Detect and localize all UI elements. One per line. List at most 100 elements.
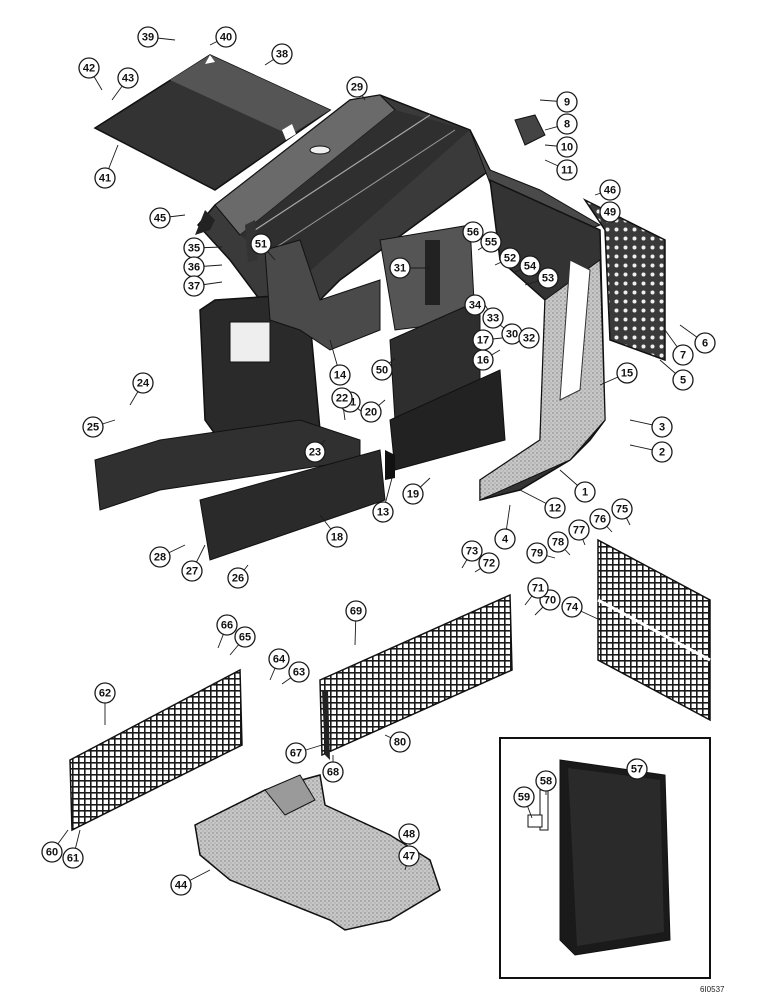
screen-69 bbox=[319, 593, 513, 760]
callout-19: 19 bbox=[402, 483, 424, 505]
callout-number: 3 bbox=[659, 422, 665, 434]
callout-32: 32 bbox=[518, 327, 540, 349]
callout-45: 45 bbox=[149, 207, 171, 229]
callout-66: 66 bbox=[216, 614, 238, 636]
reference-code: 6I0537 bbox=[700, 985, 725, 994]
callout-circle bbox=[117, 67, 139, 89]
callout-55: 55 bbox=[480, 231, 502, 253]
callout-circle bbox=[329, 364, 351, 386]
callout-31: 31 bbox=[389, 257, 411, 279]
callout-circle bbox=[513, 786, 535, 808]
callout-circle bbox=[547, 531, 569, 553]
callout-number: 49 bbox=[604, 207, 616, 219]
callout-number: 67 bbox=[290, 748, 302, 760]
callout-44: 44 bbox=[170, 874, 192, 896]
callout-53: 53 bbox=[537, 267, 559, 289]
callout-79: 79 bbox=[526, 542, 548, 564]
callout-circle bbox=[234, 626, 256, 648]
callout-number: 43 bbox=[122, 73, 134, 85]
callout-41: 41 bbox=[94, 167, 116, 189]
callout-number: 70 bbox=[544, 595, 556, 607]
callout-circle bbox=[626, 758, 648, 780]
callout-circle bbox=[372, 501, 394, 523]
callout-number: 4 bbox=[502, 534, 509, 546]
callout-number: 57 bbox=[631, 764, 643, 776]
callout-circle bbox=[288, 661, 310, 683]
callout-60: 60 bbox=[41, 841, 63, 863]
callout-number: 9 bbox=[564, 97, 570, 109]
callout-circle bbox=[544, 497, 566, 519]
callout-number: 15 bbox=[621, 368, 633, 380]
callout-circle bbox=[535, 770, 557, 792]
callout-16: 16 bbox=[472, 349, 494, 371]
callout-61: 61 bbox=[62, 847, 84, 869]
callout-number: 19 bbox=[407, 489, 419, 501]
callout-43: 43 bbox=[117, 67, 139, 89]
callout-number: 48 bbox=[403, 829, 415, 841]
callout-71: 71 bbox=[527, 577, 549, 599]
callout-39: 39 bbox=[137, 26, 159, 48]
callout-number: 73 bbox=[466, 546, 478, 558]
callout-circle bbox=[345, 600, 367, 622]
callout-number: 11 bbox=[561, 165, 573, 177]
callout-number: 25 bbox=[87, 422, 99, 434]
callout-circle bbox=[574, 481, 596, 503]
callout-circle bbox=[611, 498, 633, 520]
callout-circle bbox=[556, 136, 578, 158]
callout-59: 59 bbox=[513, 786, 535, 808]
floor-rails bbox=[94, 419, 395, 561]
callout-18: 18 bbox=[326, 526, 348, 548]
callout-number: 8 bbox=[564, 119, 570, 131]
perforated-grille bbox=[582, 198, 666, 362]
callout-number: 6 bbox=[702, 338, 708, 350]
callout-13: 13 bbox=[372, 501, 394, 523]
callout-layer: 1234567891011121314151617181920212223242… bbox=[41, 26, 716, 896]
callout-number: 14 bbox=[334, 370, 347, 382]
callout-15: 15 bbox=[616, 362, 638, 384]
callout-47: 47 bbox=[398, 845, 420, 867]
callout-circle bbox=[561, 596, 583, 618]
callout-circle bbox=[651, 416, 673, 438]
callout-67: 67 bbox=[285, 742, 307, 764]
left-cowl bbox=[199, 224, 476, 461]
callout-11: 11 bbox=[556, 159, 578, 181]
callout-52: 52 bbox=[499, 247, 521, 269]
callout-circle bbox=[137, 26, 159, 48]
callout-circle bbox=[398, 845, 420, 867]
callout-number: 31 bbox=[394, 263, 406, 275]
callout-24: 24 bbox=[132, 372, 154, 394]
callout-number: 17 bbox=[477, 335, 489, 347]
callout-number: 38 bbox=[276, 49, 288, 61]
callout-4: 4 bbox=[494, 528, 516, 550]
top-plate bbox=[93, 54, 332, 191]
callout-circle bbox=[527, 577, 549, 599]
callout-46: 46 bbox=[599, 179, 621, 201]
callout-circle bbox=[371, 359, 393, 381]
callout-circle bbox=[462, 221, 484, 243]
callout-number: 52 bbox=[504, 253, 516, 265]
callout-number: 68 bbox=[327, 767, 339, 779]
callout-number: 22 bbox=[336, 393, 348, 405]
callout-number: 40 bbox=[220, 32, 232, 44]
callout-58: 58 bbox=[535, 770, 557, 792]
callout-circle bbox=[556, 113, 578, 135]
callout-circle bbox=[494, 528, 516, 550]
callout-number: 60 bbox=[46, 847, 58, 859]
callout-circle bbox=[183, 275, 205, 297]
callout-circle bbox=[322, 761, 344, 783]
callout-circle bbox=[616, 362, 638, 384]
callout-number: 36 bbox=[188, 262, 200, 274]
callout-circle bbox=[326, 526, 348, 548]
callout-number: 55 bbox=[485, 237, 497, 249]
callout-circle bbox=[651, 441, 673, 463]
callout-28: 28 bbox=[149, 546, 171, 568]
callout-circle bbox=[170, 874, 192, 896]
callout-circle bbox=[82, 416, 104, 438]
callout-circle bbox=[285, 742, 307, 764]
callout-number: 79 bbox=[531, 548, 543, 560]
callout-12: 12 bbox=[544, 497, 566, 519]
callout-circle bbox=[250, 233, 272, 255]
callout-circle bbox=[526, 542, 548, 564]
